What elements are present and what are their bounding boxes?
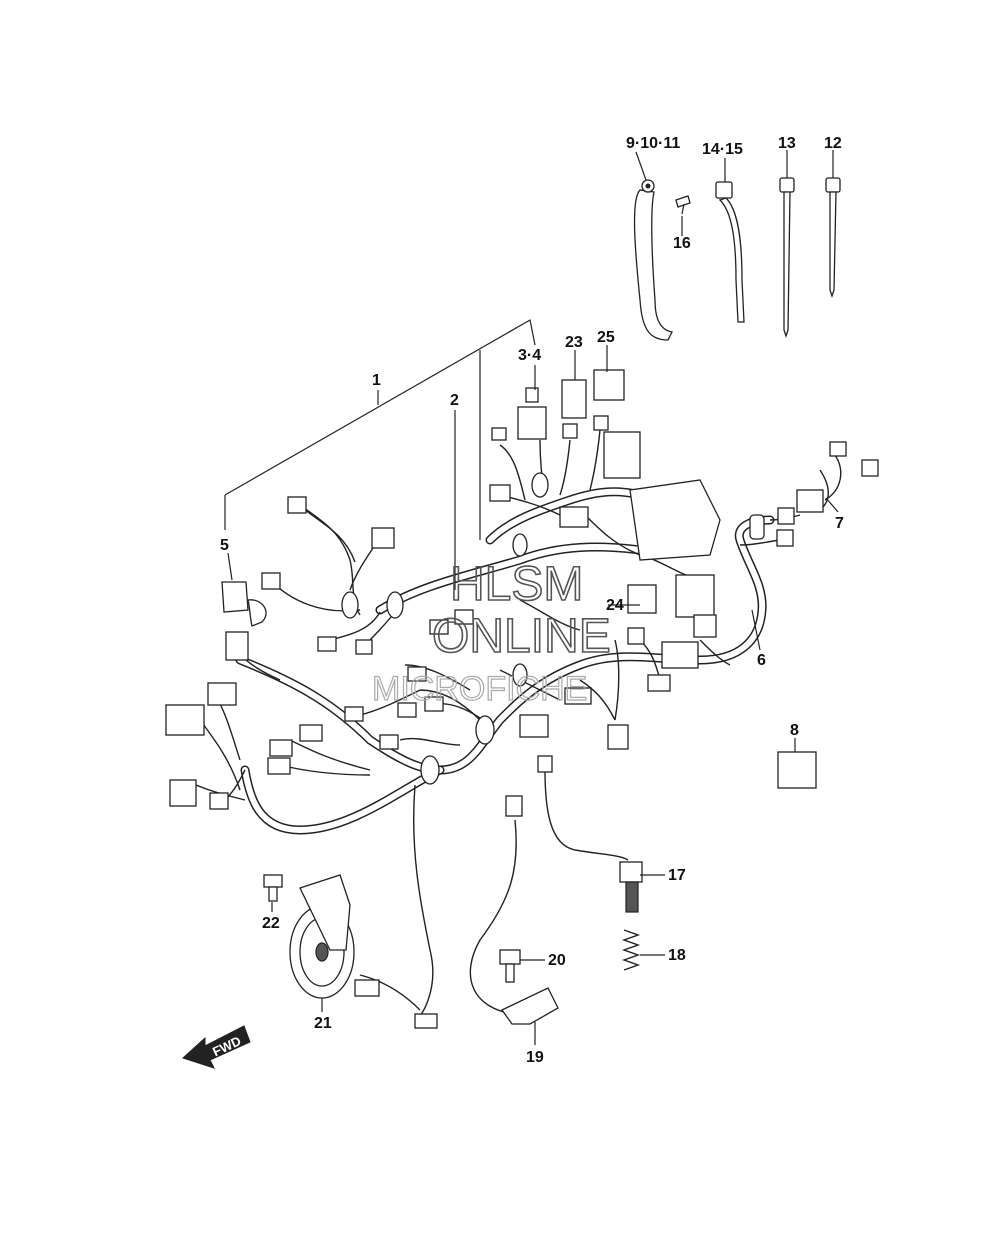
callout-22: 22	[262, 915, 280, 932]
callout-7: 7	[835, 515, 844, 532]
callout-5: 5	[220, 537, 229, 554]
callout-8: 8	[790, 722, 799, 739]
callout-labels: 1 2 3·4 5 6 7 8 9·10·11 12 13 14·15 16 1…	[220, 135, 844, 1066]
clamp-part-9-10-11	[633, 179, 673, 341]
spring-part-18	[621, 929, 641, 971]
callout-3-4: 3·4	[518, 347, 541, 364]
callout-13: 13	[778, 135, 796, 152]
callout-18: 18	[668, 947, 686, 964]
callout-24: 24	[606, 597, 624, 614]
callout-6: 6	[757, 652, 766, 669]
watermark: HLSM ONLINE MICROFICHE	[371, 557, 611, 708]
callout-1: 1	[372, 372, 381, 389]
callout-12: 12	[824, 135, 842, 152]
callout-2: 2	[450, 392, 459, 409]
callout-19: 19	[526, 1049, 544, 1066]
leader-lines	[224, 150, 839, 1045]
sensor-part-17	[537, 755, 643, 913]
callout-23: 23	[565, 334, 583, 351]
callout-20: 20	[548, 952, 566, 969]
callout-14-15: 14·15	[702, 141, 743, 158]
tie-part-13	[779, 177, 795, 339]
callout-9-10-11: 9·10·11	[626, 135, 680, 152]
sensor-part-19	[469, 795, 559, 1025]
bolt-part-20	[499, 949, 521, 983]
callout-25: 25	[597, 329, 615, 346]
bolt-part-22	[263, 874, 283, 902]
watermark-line-2: ONLINE	[432, 610, 611, 663]
fwd-label: FWD	[210, 1033, 243, 1059]
callout-16: 16	[673, 235, 691, 252]
fwd-arrow-icon: FWD	[182, 1025, 251, 1069]
callout-17: 17	[668, 867, 686, 884]
tie-part-14-15	[715, 181, 745, 323]
connectors	[165, 369, 879, 810]
tie-part-12	[825, 177, 841, 299]
screw-part-16	[675, 195, 691, 215]
watermark-line-1: HLSM	[450, 558, 583, 611]
callout-21: 21	[314, 1015, 332, 1032]
main-wiring-harness	[184, 429, 842, 835]
label-part-8	[777, 751, 817, 789]
horn-part-21	[289, 784, 438, 1029]
watermark-line-3: MICROFICHE	[372, 670, 587, 708]
